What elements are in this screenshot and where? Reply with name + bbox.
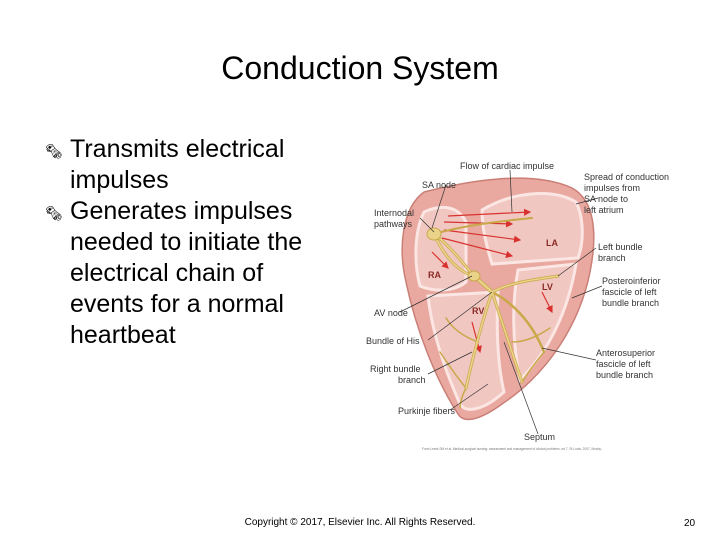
bullet-text: Generates impulses needed to initiate th… xyxy=(70,197,303,349)
slide-title: Conduction System xyxy=(221,50,499,86)
label-antero-3: bundle branch xyxy=(596,370,653,380)
sa-node-marker xyxy=(426,227,442,241)
heart-conduction-diagram: RA LA LV RV Flow of cardiac impulse SA n… xyxy=(362,152,692,457)
figure-credit: From Lewis SM et al. Medical-surgical nu… xyxy=(422,447,602,451)
label-flow: Flow of cardiac impulse xyxy=(460,161,554,171)
label-bundle-his: Bundle of His xyxy=(366,336,420,346)
label-postero-3: bundle branch xyxy=(602,298,659,308)
impulse-arrows xyxy=(431,208,553,354)
label-spread-1: Spread of conduction xyxy=(584,172,669,182)
bullet-item: 🗞 Generates impulses needed to initiate … xyxy=(40,196,340,351)
label-right-bundle-1: Right bundle xyxy=(370,364,421,374)
copyright-footer: Copyright © 2017, Elsevier Inc. All Righ… xyxy=(244,517,476,528)
scroll-bullet-icon: 🗞 xyxy=(45,205,63,221)
label-postero-2: fascicle of left xyxy=(602,287,657,297)
label-right-bundle-2: branch xyxy=(398,375,426,385)
label-ra: RA xyxy=(428,270,441,280)
scroll-bullet-icon: 🗞 xyxy=(45,143,63,159)
label-rv: RV xyxy=(472,306,484,316)
av-node-marker xyxy=(467,270,481,282)
label-av-node: AV node xyxy=(374,308,408,318)
label-postero-1: Posteroinferior xyxy=(602,276,661,286)
label-spread-4: left atrium xyxy=(584,205,624,215)
label-left-bundle-2: branch xyxy=(598,253,626,263)
bullet-text: Transmits electrical impulses xyxy=(70,135,285,194)
label-lv: LV xyxy=(542,282,553,292)
label-la: LA xyxy=(546,238,558,248)
label-antero-1: Anterosuperior xyxy=(596,348,655,358)
label-internodal-1: Internodal xyxy=(374,208,414,218)
heart-diagram-svg: RA LA LV RV Flow of cardiac impulse SA n… xyxy=(366,161,669,451)
left-atrium xyxy=(480,192,584,266)
label-sa-node: SA node xyxy=(422,180,456,190)
label-spread-2: impulses from xyxy=(584,183,640,193)
label-antero-2: fascicle of left xyxy=(596,359,651,369)
label-purkinje: Purkinje fibers xyxy=(398,406,456,416)
bullet-item: 🗞 Transmits electrical impulses xyxy=(40,134,340,196)
bullet-list: 🗞 Transmits electrical impulses 🗞 Genera… xyxy=(40,134,340,351)
right-ventricle xyxy=(426,290,506,411)
label-septum: Septum xyxy=(524,432,555,442)
label-left-bundle-1: Left bundle xyxy=(598,242,643,252)
page-number: 20 xyxy=(684,518,696,529)
label-internodal-2: pathways xyxy=(374,219,413,229)
label-spread-3: SA node to xyxy=(584,194,628,204)
leader-lines xyxy=(399,169,603,435)
